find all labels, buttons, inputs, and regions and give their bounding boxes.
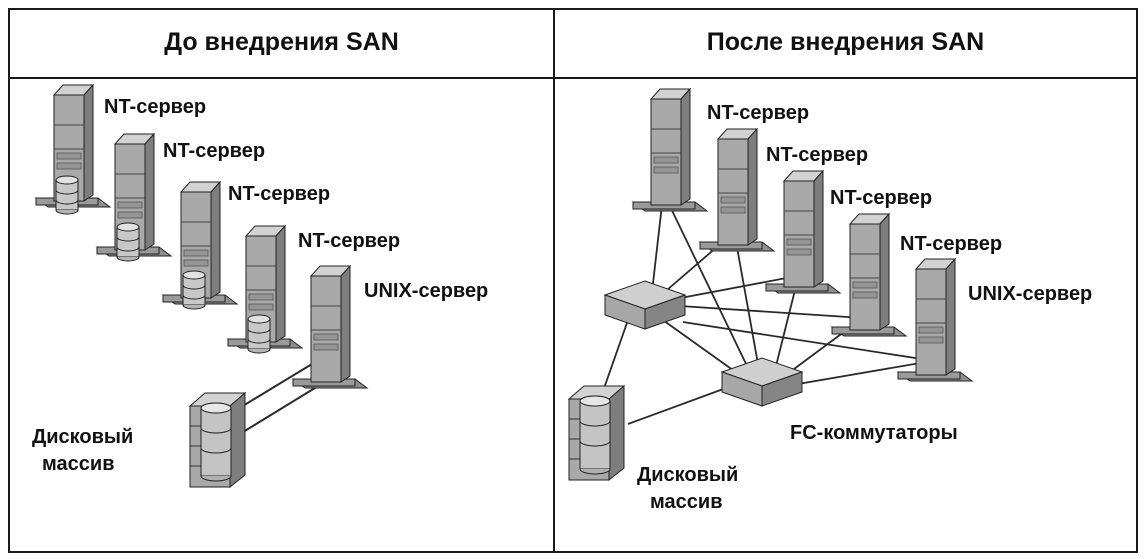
before-server-2 [96, 133, 172, 262]
after-server-1 [632, 88, 708, 212]
before-disk-array-label-1: Дисковый [32, 426, 134, 448]
after-disk-array-label-2: массив [650, 491, 723, 513]
before-server-3 [162, 181, 238, 310]
before-disk-array-label-2: массив [42, 453, 115, 475]
diagram-frame [8, 8, 1138, 553]
before-disk-array [189, 392, 246, 488]
before-server-3-label: NT-сервер [228, 183, 331, 205]
panel-divider [553, 8, 555, 553]
before-san-title: До внедрения SAN [164, 28, 399, 56]
after-server-4-label: NT-сервер [900, 233, 1003, 255]
header-divider [8, 77, 1138, 79]
after-unix-server-label: UNIX-сервер [968, 283, 1093, 305]
after-switch-2 [721, 357, 803, 407]
after-switch-1 [604, 280, 686, 330]
after-unix-server [897, 258, 973, 382]
after-server-4 [831, 213, 907, 337]
before-server-1 [35, 84, 111, 215]
after-disk-array [568, 385, 625, 481]
before-server-4 [227, 225, 303, 354]
after-server-3 [765, 170, 841, 294]
after-disk-array-label-1: Дисковый [637, 464, 739, 486]
before-server-4-label: NT-сервер [298, 230, 401, 252]
after-server-2 [699, 128, 775, 252]
before-server-2-label: NT-сервер [163, 140, 266, 162]
before-unix-server-label: UNIX-сервер [364, 280, 489, 302]
after-server-3-label: NT-сервер [830, 187, 933, 209]
before-server-1-label: NT-сервер [104, 96, 207, 118]
after-san-title: После внедрения SAN [706, 28, 985, 56]
fc-switches-label: FC-коммутаторы [790, 422, 958, 444]
after-server-1-label: NT-сервер [707, 102, 810, 124]
after-server-2-label: NT-сервер [766, 144, 869, 166]
